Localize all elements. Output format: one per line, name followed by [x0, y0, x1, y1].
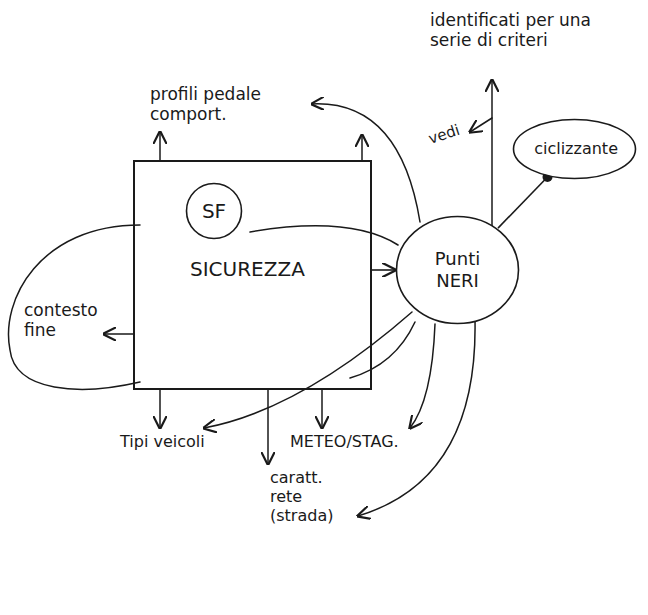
- leader-line: [470, 118, 492, 132]
- leader-line: [312, 104, 420, 222]
- leader-line: [267, 390, 269, 464]
- note-label: METEO/STAG.: [290, 432, 420, 451]
- note-label: caratt. rete (strada): [270, 468, 354, 526]
- connector: [498, 177, 548, 228]
- leader-line: [250, 226, 398, 245]
- region-box: SICUREZZA SF: [133, 160, 372, 390]
- leader-line: [491, 80, 493, 228]
- node-label: ciclizzante: [534, 139, 615, 158]
- leader-line: [159, 390, 161, 428]
- circle-node: SF: [185, 182, 243, 240]
- node-label: SICUREZZA: [190, 257, 305, 281]
- note-label: contesto fine: [24, 300, 104, 341]
- leader-line: [410, 324, 435, 428]
- connector: [372, 269, 395, 271]
- leader-line: [358, 320, 475, 516]
- node-label: SF: [202, 199, 226, 223]
- note-label: profili pedale comport.: [150, 84, 300, 125]
- leader-line: [321, 390, 323, 428]
- leader-line: [204, 312, 412, 428]
- loop-line: [9, 225, 140, 389]
- note-label: vedi: [426, 118, 470, 147]
- note-label: identificati per una serie di criteri: [430, 10, 608, 51]
- circle-node: Punti NERI: [395, 215, 520, 325]
- ellipse-node: ciclizzante: [512, 118, 637, 180]
- node-label: Punti NERI: [417, 248, 498, 291]
- leader-line: [350, 322, 415, 378]
- note-label: Tipi veicoli: [120, 432, 240, 451]
- leader-line: [159, 132, 161, 160]
- leader-line: [361, 135, 363, 160]
- leader-line: [104, 333, 133, 335]
